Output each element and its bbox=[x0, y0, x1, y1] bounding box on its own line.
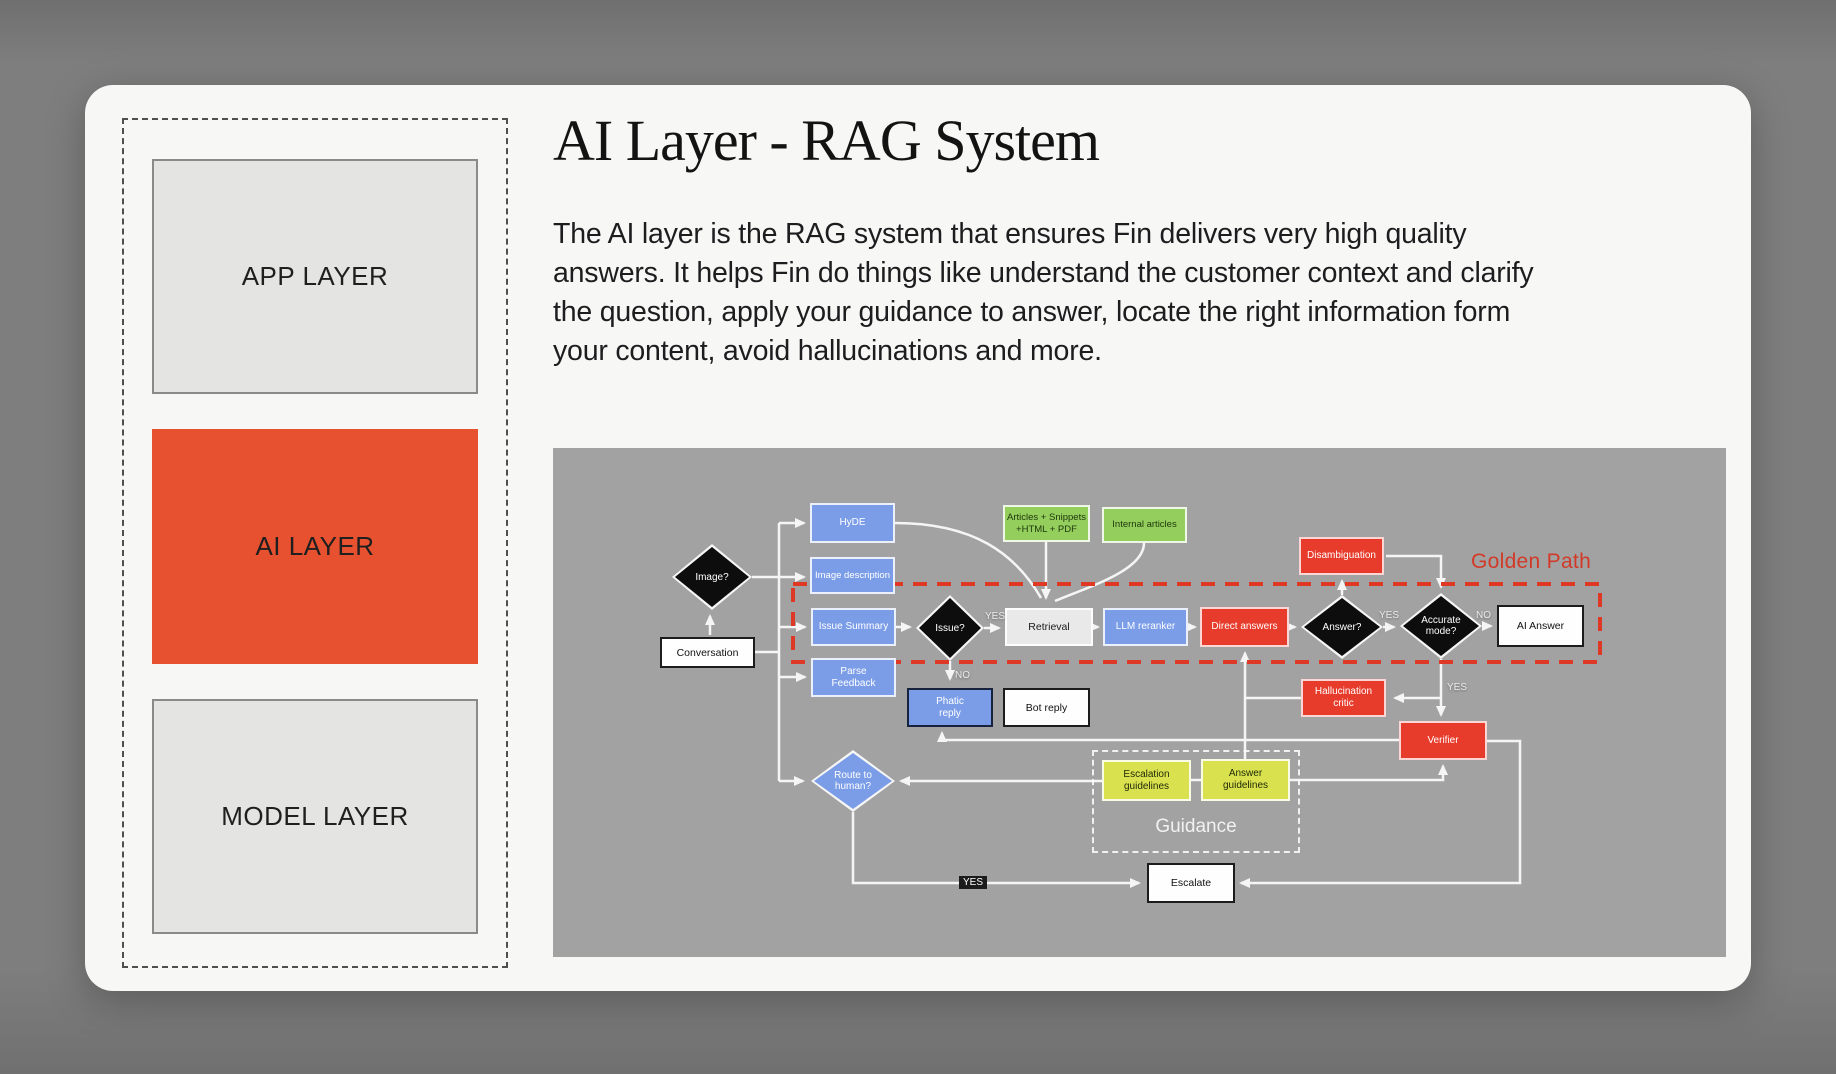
edge-label-answer-yes: YES bbox=[1379, 610, 1400, 621]
node-escalation-guidelines: Escalation guidelines bbox=[1102, 760, 1191, 801]
edge-internal-articles-retrieval bbox=[1054, 542, 1146, 603]
edge-verifier-escalate bbox=[1239, 739, 1522, 888]
app-layer-label: APP LAYER bbox=[241, 261, 389, 291]
golden-path-label: Golden Path bbox=[1471, 550, 1592, 573]
node-verifier: Verifier bbox=[1399, 721, 1487, 760]
rag-diagram-panel: Conversation HyDE Image description Issu… bbox=[553, 448, 1726, 957]
node-hallucination-critic: Hallucination critic bbox=[1301, 679, 1386, 717]
edge-label-route-yes: YES bbox=[959, 876, 988, 889]
edge-label-issue-yes: YES bbox=[985, 611, 1006, 622]
edge-guidelines-verifier bbox=[1290, 764, 1448, 782]
node-hyde: HyDE bbox=[810, 503, 895, 543]
guidance-group-label: Guidance bbox=[1155, 816, 1237, 837]
node-ai-answer: AI Answer bbox=[1497, 605, 1584, 647]
layer-stack: APP LAYER AI LAYER MODEL LAYER bbox=[122, 118, 508, 968]
page-title: AI Layer - RAG System bbox=[553, 108, 1100, 173]
node-bot-reply: Bot reply bbox=[1003, 688, 1090, 727]
diagram-connectors bbox=[705, 518, 1602, 888]
node-internal-articles: Internal articles bbox=[1102, 507, 1187, 543]
edge-hyde-retrieval bbox=[894, 521, 1043, 599]
node-retrieval: Retrieval bbox=[1005, 608, 1093, 646]
node-answer-question: Answer? bbox=[1301, 595, 1383, 659]
node-conversation: Conversation bbox=[660, 637, 755, 668]
sidebar-item-ai-layer: AI LAYER bbox=[152, 429, 478, 664]
node-image-description: Image description bbox=[810, 557, 895, 594]
node-parse-feedback: Parse Feedback bbox=[811, 658, 896, 697]
edge-disambiguation-accurate bbox=[1386, 554, 1446, 589]
sidebar-item-model-layer: MODEL LAYER bbox=[152, 699, 478, 934]
node-issue-question: Issue? bbox=[916, 595, 984, 661]
ai-layer-label: AI LAYER bbox=[255, 531, 375, 561]
node-escalate: Escalate bbox=[1147, 863, 1235, 903]
edge-label-accurate-yes: YES bbox=[1447, 682, 1468, 693]
node-phatic-reply: Phatic reply bbox=[907, 688, 993, 727]
node-image-question: Image? bbox=[672, 544, 752, 610]
node-issue-summary: Issue Summary bbox=[811, 608, 896, 646]
edge-route-escalate bbox=[851, 812, 1141, 888]
guidance-group-outline bbox=[1092, 750, 1300, 853]
edge-verifier-phatic bbox=[937, 731, 1399, 742]
node-accurate-mode-question: Accurate mode? bbox=[1400, 593, 1482, 659]
edge-label-issue-no: NO bbox=[955, 670, 970, 681]
edge-label-accurate-no: NO bbox=[1476, 610, 1491, 621]
golden-path-outline bbox=[791, 582, 1602, 664]
node-disambiguation: Disambiguation bbox=[1299, 537, 1384, 575]
node-answer-guidelines: Answer guidelines bbox=[1201, 759, 1290, 801]
node-direct-answers: Direct answers bbox=[1200, 607, 1289, 647]
model-layer-label: MODEL LAYER bbox=[221, 801, 409, 831]
node-articles-snippets: Articles + Snippets +HTML + PDF bbox=[1003, 505, 1090, 542]
node-llm-reranker: LLM reranker bbox=[1103, 608, 1188, 646]
node-route-to-human-question: Route to human? bbox=[811, 750, 895, 812]
sidebar-item-app-layer: APP LAYER bbox=[152, 159, 478, 394]
page-description: The AI layer is the RAG system that ensu… bbox=[553, 218, 1534, 367]
slide-card: APP LAYER AI LAYER MODEL LAYER AI Layer … bbox=[85, 85, 1751, 991]
